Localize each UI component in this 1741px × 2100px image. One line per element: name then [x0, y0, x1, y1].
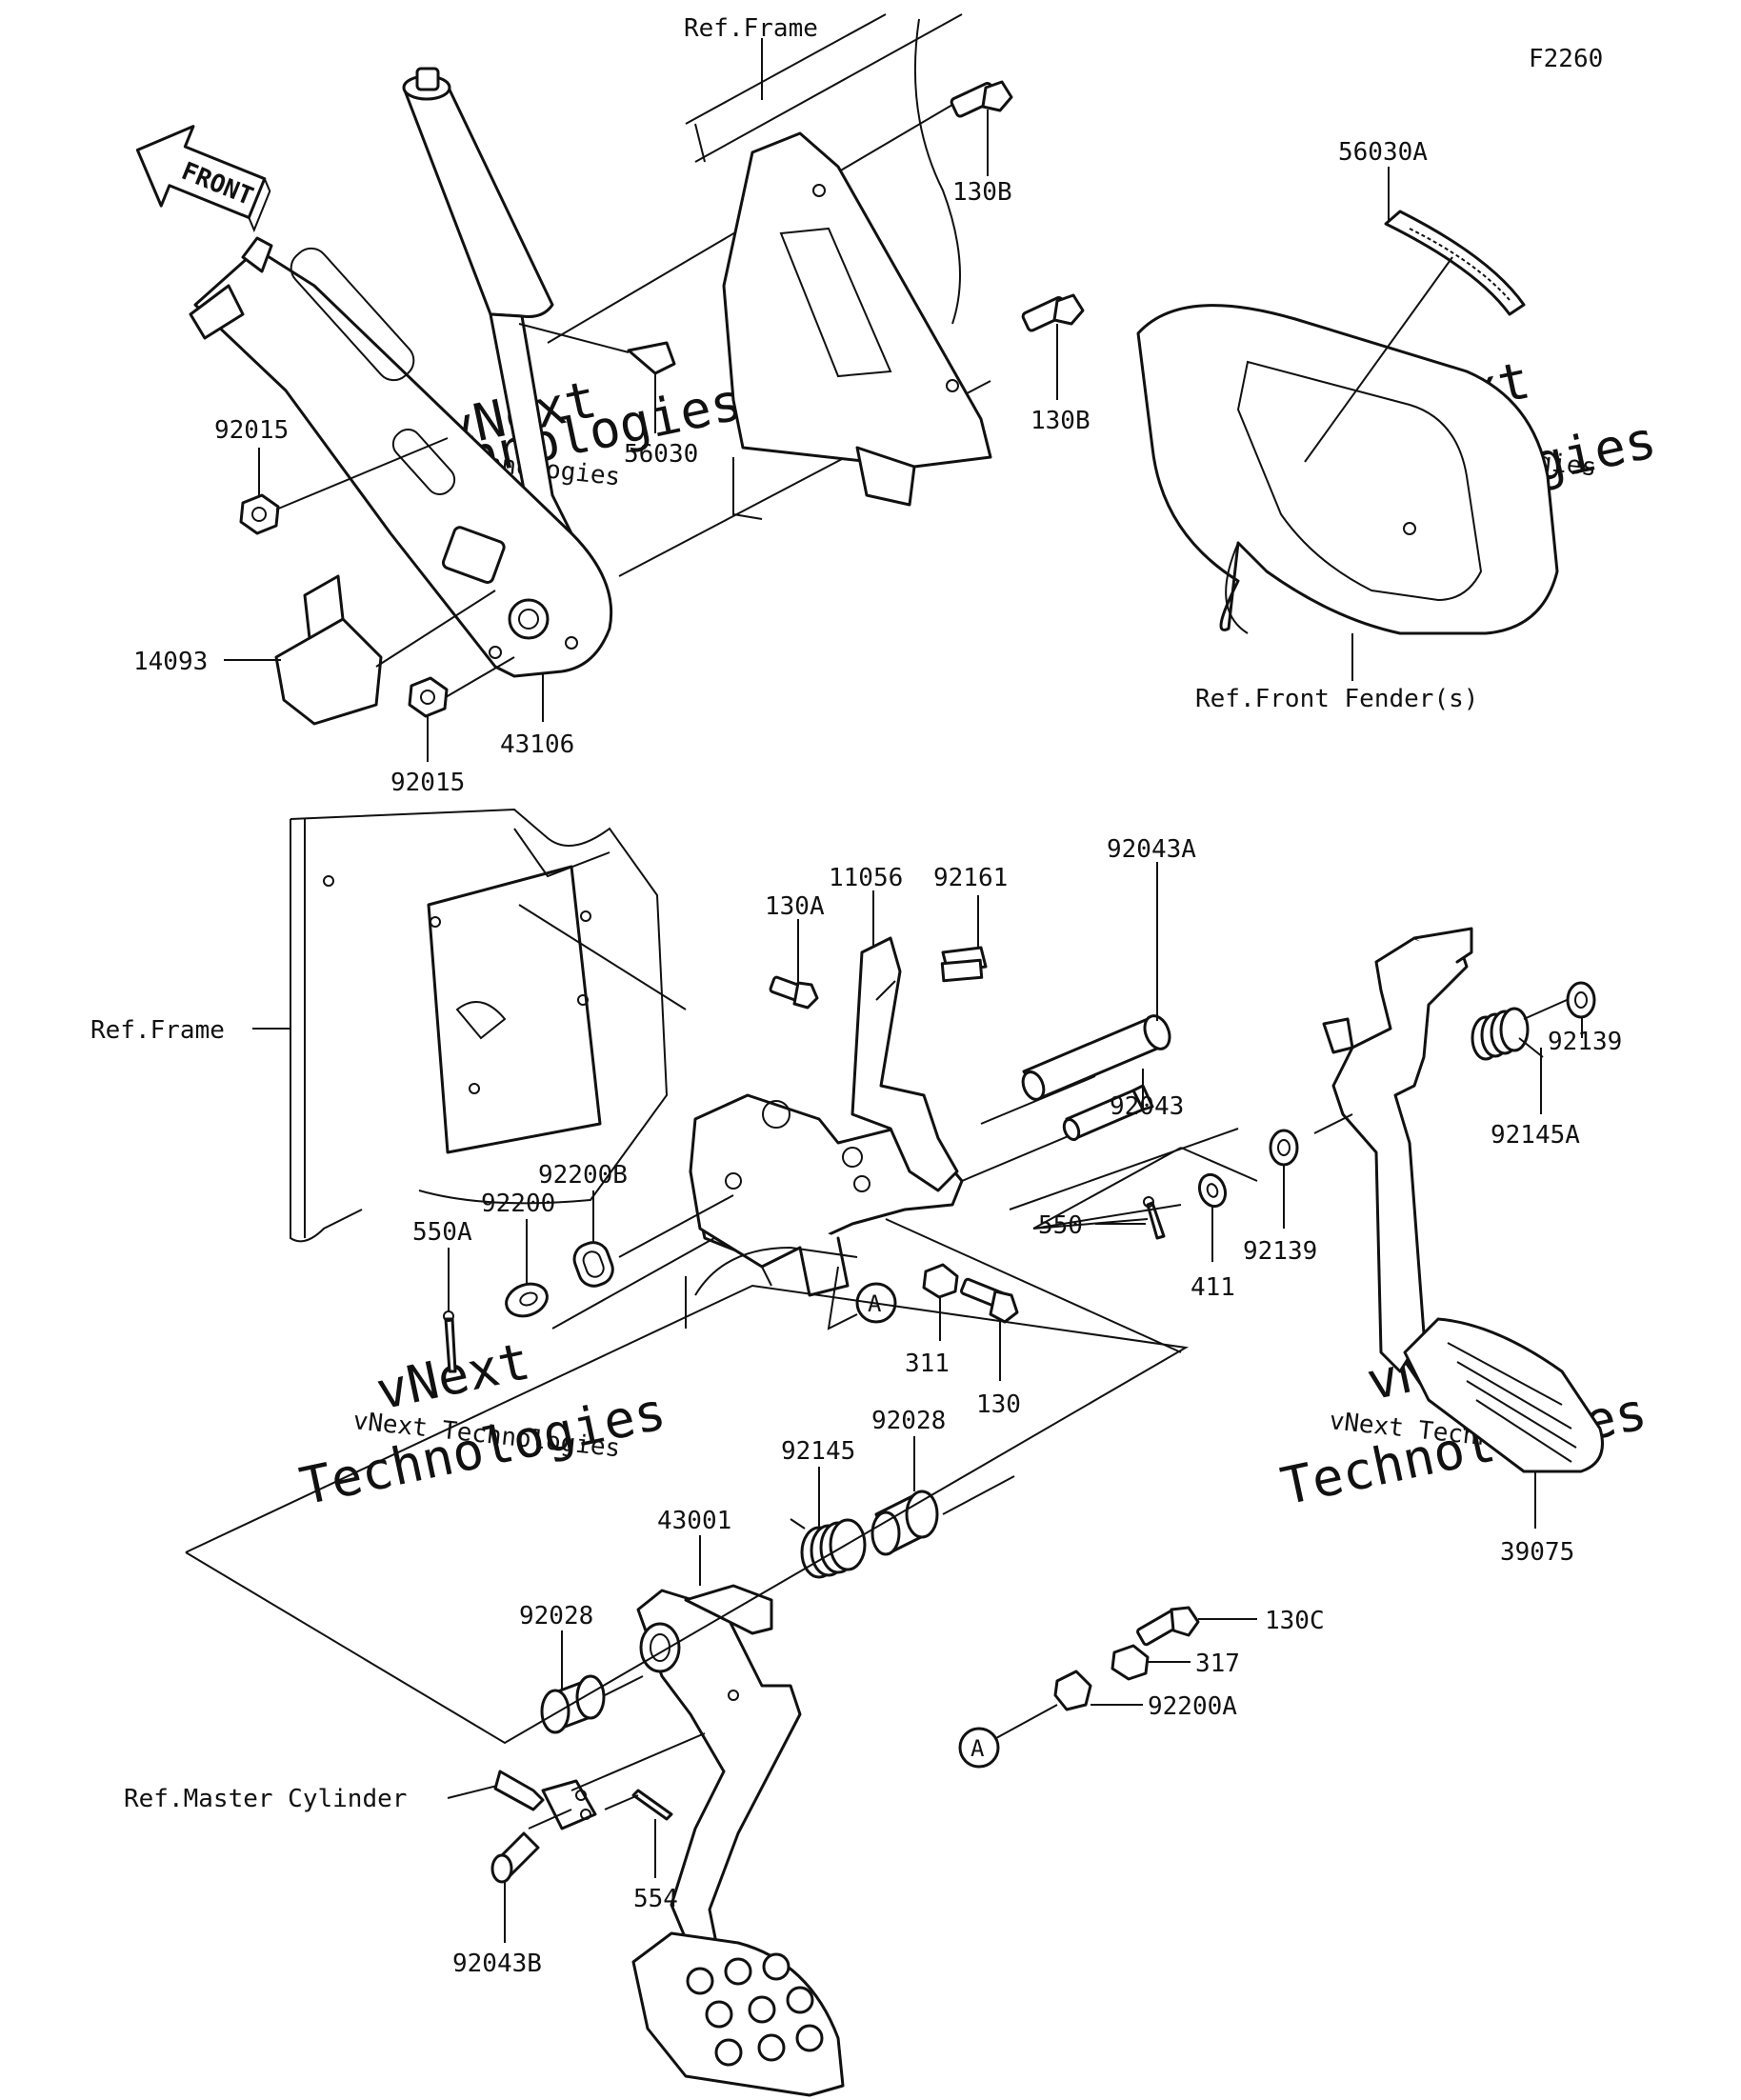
cotter-pin-550 — [1143, 1196, 1166, 1240]
label-130A: 130A — [765, 892, 825, 921]
brake-pedal-43001 — [185, 1284, 1189, 2097]
label-group: Ref.Frame 130B 56030A 130B 56030 92015 1… — [90, 14, 1622, 1978]
clip-92200A — [1053, 1670, 1092, 1711]
accelerator-pedal-39075 — [1032, 927, 1604, 1473]
callout-a-lower — [958, 1727, 1000, 1769]
spring-92145 — [790, 1518, 867, 1579]
label-311: 311 — [905, 1350, 950, 1378]
label-554: 554 — [633, 1885, 678, 1913]
nut-317 — [1111, 1644, 1150, 1681]
label-ref-front-fender: Ref.Front Fender(s) — [1195, 685, 1478, 713]
label-leaders — [224, 38, 1583, 1943]
label-92015-upper: 92015 — [214, 416, 289, 445]
frame-gusset — [722, 131, 992, 469]
bushing-92028-lower — [540, 1674, 606, 1734]
bracket-11056 — [850, 936, 959, 1192]
lower-frame — [252, 808, 669, 1243]
label-92028-upper: 92028 — [871, 1407, 946, 1435]
accelerator-pedal-arm — [1331, 936, 1469, 1373]
bushing-92200B — [572, 1241, 614, 1288]
label-92028-lower: 92028 — [519, 1602, 593, 1630]
pedal-pivot-boss — [639, 1622, 681, 1673]
grip-knob — [415, 67, 440, 91]
nut-92015-upper — [239, 493, 280, 535]
label-550: 550 — [1038, 1211, 1083, 1240]
label-92200B: 92200B — [538, 1161, 628, 1190]
diagram-code: F2260 — [1529, 45, 1603, 73]
label-92043: 92043 — [1110, 1092, 1184, 1121]
label-92139-upper: 92139 — [1548, 1028, 1622, 1056]
brake-pedal-arm — [636, 1589, 802, 1964]
bolt-130A — [769, 975, 819, 1010]
washer-411 — [1197, 1172, 1228, 1209]
label-92145A: 92145A — [1491, 1121, 1580, 1150]
label-56030A: 56030A — [1338, 138, 1428, 167]
label-92200A: 92200A — [1148, 1692, 1237, 1721]
upper-frame-bracket — [685, 13, 992, 520]
label-11056: 11056 — [829, 864, 903, 892]
label-92139-lower: 92139 — [1243, 1237, 1317, 1266]
fender-body — [1136, 304, 1559, 635]
cotter-pin-554 — [631, 1789, 673, 1821]
label-39075: 39075 — [1500, 1538, 1574, 1567]
front-arrow-icon: FRONT — [135, 125, 271, 233]
spring-92145A — [1471, 1007, 1544, 1061]
bolt-130 — [960, 1277, 1019, 1324]
nut-92015-lower — [408, 676, 449, 718]
label-317: 317 — [1195, 1650, 1240, 1678]
fender-trim-56030A — [1384, 210, 1526, 316]
front-fender — [1136, 210, 1559, 635]
label-130B-top: 130B — [952, 178, 1012, 207]
bolt-130C — [1136, 1606, 1200, 1647]
label-92043A: 92043A — [1107, 835, 1196, 864]
bushing-92028-upper — [870, 1490, 939, 1556]
label-92161: 92161 — [933, 864, 1008, 892]
label-411: 411 — [1191, 1273, 1235, 1302]
clip-56030 — [627, 341, 676, 375]
label-550A: 550A — [412, 1218, 472, 1247]
label-43001: 43001 — [657, 1507, 731, 1535]
clevis-pin-92043B — [490, 1831, 540, 1884]
bushing-92139-upper — [1566, 981, 1596, 1019]
brake-pedal-pad — [631, 1931, 845, 2097]
bolt-130B-mid — [1021, 293, 1085, 332]
label-130B-mid: 130B — [1031, 407, 1091, 435]
nut-311 — [922, 1263, 959, 1299]
label-56030: 56030 — [624, 440, 698, 469]
label-ref-frame-top: Ref.Frame — [684, 14, 818, 43]
label-ref-master-cylinder: Ref.Master Cylinder — [124, 1785, 407, 1813]
label-43106: 43106 — [500, 730, 574, 759]
lever-pivot — [508, 598, 550, 640]
label-92043B: 92043B — [452, 1950, 542, 1978]
pedal-bracket-assembly: A — [518, 904, 1239, 1353]
label-92015-lower: 92015 — [390, 769, 465, 797]
washer-92200 — [505, 1282, 549, 1318]
ratchet-block — [441, 526, 506, 584]
label-130C: 130C — [1265, 1607, 1325, 1635]
pin-92043A — [1021, 1014, 1171, 1101]
bushing-92139-lower — [1269, 1129, 1299, 1167]
parking-brake-grip — [403, 84, 554, 318]
label-92200: 92200 — [481, 1190, 555, 1218]
label-92145: 92145 — [781, 1437, 855, 1466]
label-ref-frame-left: Ref.Frame — [90, 1016, 225, 1045]
lever-bracket-43106 — [193, 248, 613, 678]
master-cylinder-clevis — [493, 1770, 597, 1830]
brake-switch-14093 — [274, 617, 383, 726]
label-14093: 14093 — [133, 648, 208, 676]
callout-a-lower-label: A — [971, 1735, 985, 1762]
parking-brake-assembly — [189, 67, 991, 726]
label-130: 130 — [976, 1390, 1021, 1419]
bolt-130B-top — [950, 80, 1013, 118]
